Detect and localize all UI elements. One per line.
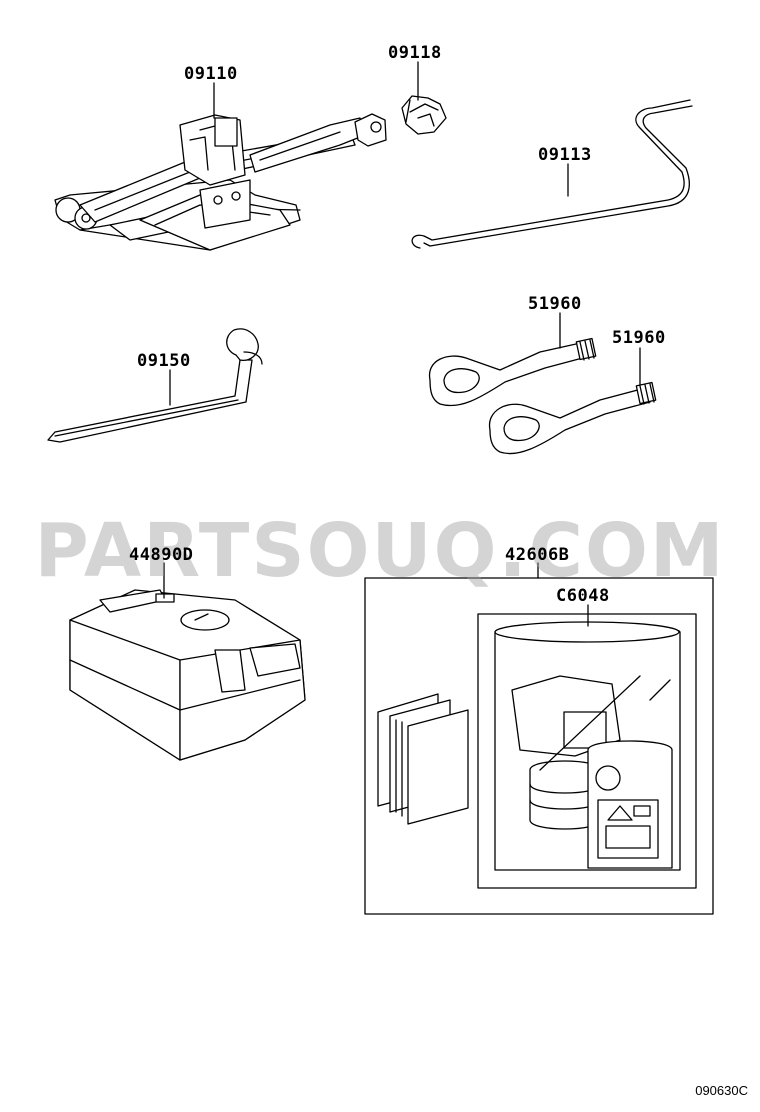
tow-hook-1-illustration[interactable] [429,337,597,407]
sealant-bottle-illustration[interactable] [494,621,681,871]
tire-compressor-illustration[interactable] [69,589,306,761]
callout-tow-hook-1[interactable]: 51960 [528,294,582,314]
callout-jack-handle[interactable]: 09113 [538,145,592,165]
scissor-jack-illustration[interactable] [54,113,387,251]
sealant-frame [477,613,697,889]
tow-hook-2-illustration[interactable] [489,381,657,455]
instruction-booklets-illustration[interactable] [377,693,469,825]
jack-handle-end-illustration[interactable] [401,95,447,135]
callout-repair-kit[interactable]: 42606B [505,545,570,565]
callout-jack[interactable]: 09110 [184,64,238,84]
callout-compressor[interactable]: 44890D [129,545,194,565]
callout-wheel-wrench[interactable]: 09150 [137,351,191,371]
jack-handle-illustration[interactable] [411,99,693,249]
callout-tow-hook-2[interactable]: 51960 [612,328,666,348]
callout-jack-handle-end[interactable]: 09118 [388,43,442,63]
callout-sealant[interactable]: C6048 [556,586,610,606]
repair-kit-frame [364,577,714,915]
wheel-wrench-illustration[interactable] [47,328,263,443]
diagram-code: 090630C [695,1083,748,1098]
